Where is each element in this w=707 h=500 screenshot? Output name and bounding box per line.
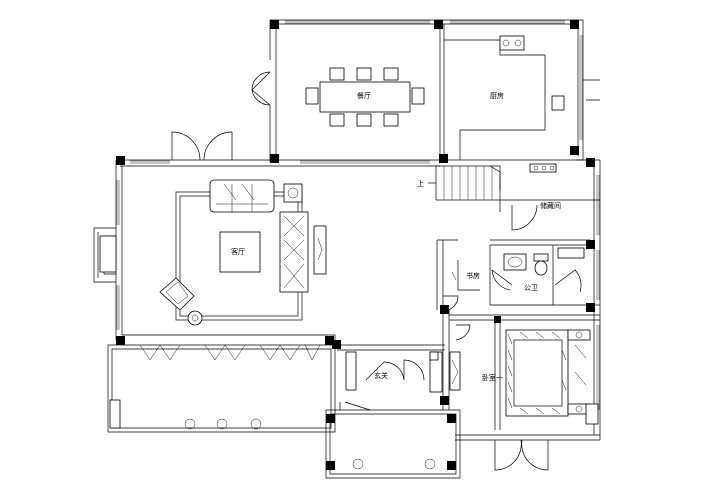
dining-table-set	[305, 67, 425, 127]
room-label-storage: 储藏间	[540, 201, 561, 210]
living-furniture	[159, 179, 327, 326]
room-label-study: 书房	[466, 271, 480, 280]
windows	[116, 20, 600, 410]
room-label-entry: 玄关	[374, 371, 388, 380]
interior-walls	[122, 20, 600, 430]
outer-walls	[93, 19, 601, 479]
kitchen-counters	[444, 35, 565, 173]
terrace-planters	[109, 399, 599, 470]
stairs: 上	[417, 165, 501, 201]
room-label-living: 客厅	[231, 247, 245, 256]
room-labels: 餐厅 厨房 客厅 储藏间 书房 公卫 玄关 卧室一	[231, 91, 561, 382]
room-label-dining: 餐厅	[357, 91, 371, 100]
columns	[110, 20, 595, 470]
doors	[139, 71, 582, 471]
room-label-kitchen: 厨房	[490, 91, 504, 100]
bay-window-seat	[99, 235, 117, 273]
stair-mark: 上	[417, 179, 424, 188]
entry-fixtures	[345, 351, 461, 393]
room-label-public-wc: 公卫	[524, 284, 538, 292]
bed	[505, 329, 591, 417]
public-wc-fixtures	[503, 247, 585, 276]
room-label-bedroom1: 卧室一	[482, 373, 503, 382]
storage-fixtures	[451, 260, 480, 291]
